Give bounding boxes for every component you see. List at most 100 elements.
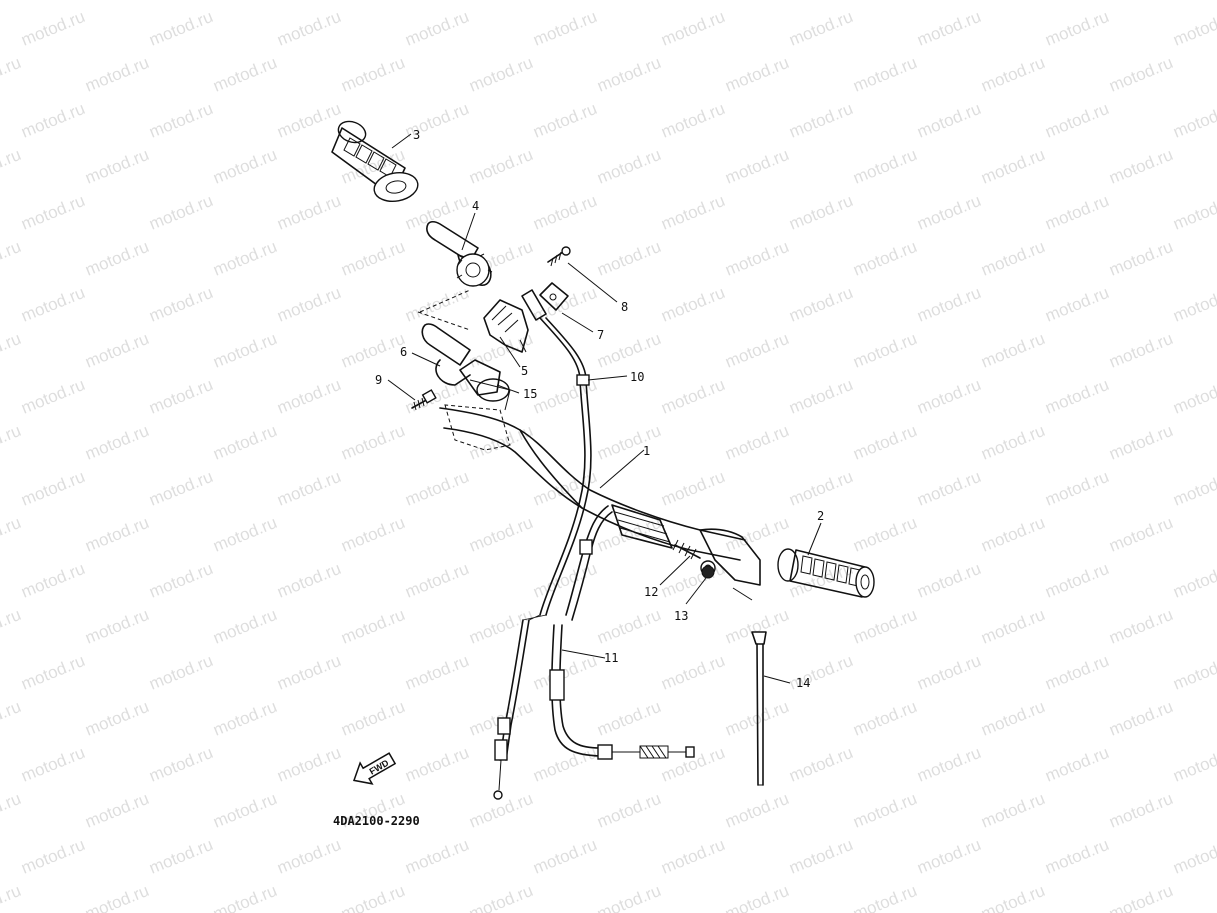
watermark-text: motod.ru — [18, 7, 87, 50]
watermark-text: motod.ru — [274, 559, 343, 602]
watermark-text: motod.ru — [850, 421, 919, 464]
watermark-text: motod.ru — [978, 513, 1047, 556]
watermark-text: motod.ru — [210, 145, 279, 188]
watermark-text: motod.ru — [402, 651, 471, 694]
watermark-text: motod.ru — [786, 7, 855, 50]
watermark-text: motod.ru — [1042, 467, 1111, 510]
watermark-text: motod.ru — [914, 835, 983, 878]
watermark-text: motod.ru — [914, 743, 983, 786]
watermark-text: motod.ru — [1170, 743, 1217, 786]
watermark-text: motod.ru — [722, 145, 791, 188]
watermark-text: motod.ru — [978, 237, 1047, 280]
callout-4: 4 — [472, 199, 479, 213]
watermark-text: motod.ru — [466, 145, 535, 188]
watermark-text: motod.ru — [402, 835, 471, 878]
watermark-text: motod.ru — [274, 99, 343, 142]
watermark-text: motod.ru — [530, 7, 599, 50]
watermark-text: motod.ru — [594, 605, 663, 648]
watermark-text: motod.ru — [786, 283, 855, 326]
watermark-text: motod.ru — [786, 743, 855, 786]
watermark-text: motod.ru — [978, 789, 1047, 832]
watermark-text: motod.ru — [850, 697, 919, 740]
callout-2: 2 — [817, 509, 824, 523]
watermark-text: motod.ru — [18, 99, 87, 142]
watermark-text: motod.ru — [850, 881, 919, 913]
watermark-text: motod.ru — [722, 0, 791, 4]
watermark-text: motod.ru — [274, 283, 343, 326]
watermark-text: motod.ru — [1042, 559, 1111, 602]
watermark-text: motod.ru — [0, 0, 24, 4]
watermark-text: motod.ru — [850, 513, 919, 556]
watermark-text: motod.ru — [1106, 329, 1175, 372]
watermark-text: motod.ru — [1106, 881, 1175, 913]
watermark-text: motod.ru — [18, 191, 87, 234]
watermark-text: motod.ru — [594, 0, 663, 4]
watermark-text: motod.ru — [978, 605, 1047, 648]
watermark-text: motod.ru — [402, 7, 471, 50]
watermark-text: motod.ru — [594, 329, 663, 372]
watermark-text: motod.ru — [658, 99, 727, 142]
watermark-text: motod.ru — [338, 329, 407, 372]
watermark-text: motod.ru — [338, 237, 407, 280]
watermark-text: motod.ru — [82, 605, 151, 648]
throttle-grip — [417, 220, 493, 331]
watermark-text: motod.ru — [1170, 467, 1217, 510]
watermark-text: motod.ru — [1106, 53, 1175, 96]
watermark-text: motod.ru — [1042, 99, 1111, 142]
callout-5: 5 — [521, 364, 528, 378]
watermark-text: motod.ru — [722, 605, 791, 648]
watermark-text: motod.ru — [658, 835, 727, 878]
watermark-text: motod.ru — [850, 0, 919, 4]
cable-tie — [751, 631, 767, 786]
watermark-text: motod.ru — [0, 421, 24, 464]
watermark-text: motod.ru — [402, 283, 471, 326]
watermark-text: motod.ru — [18, 375, 87, 418]
watermark-text: motod.ru — [82, 421, 151, 464]
watermark-text: motod.ru — [658, 7, 727, 50]
watermark-text: motod.ru — [722, 237, 791, 280]
callout-3: 3 — [413, 128, 420, 142]
watermark-text: motod.ru — [274, 191, 343, 234]
watermark-text: motod.ru — [1170, 99, 1217, 142]
callout-labels: 3 4 8 7 6 5 10 9 15 1 2 12 13 11 14 — [375, 128, 824, 690]
watermark-text: motod.ru — [402, 559, 471, 602]
watermark-text: motod.ru — [658, 191, 727, 234]
watermark-text: motod.ru — [210, 789, 279, 832]
watermark-text: motod.ru — [1106, 513, 1175, 556]
watermark-text: motod.ru — [82, 0, 151, 4]
watermark-text: motod.ru — [146, 7, 215, 50]
watermark-text: motod.ru — [210, 605, 279, 648]
watermark-text: motod.ru — [82, 145, 151, 188]
watermark-text: motod.ru — [146, 375, 215, 418]
callout-1: 1 — [643, 444, 650, 458]
watermark-text: motod.ru — [274, 743, 343, 786]
throttle-cable — [493, 317, 592, 800]
watermark-text: motod.ru — [0, 0, 24, 4]
watermark-text: motod.ru — [1106, 237, 1175, 280]
watermark-text: motod.ru — [338, 53, 407, 96]
left-handlebar-end — [421, 323, 511, 451]
watermark-text: motod.ru — [850, 53, 919, 96]
watermark-text: motod.ru — [210, 237, 279, 280]
watermark-text: motod.ru — [18, 467, 87, 510]
watermark-text: motod.ru — [18, 743, 87, 786]
watermark-text: motod.ru — [594, 881, 663, 913]
watermark-text: motod.ru — [210, 881, 279, 913]
watermark-text: motod.ru — [18, 835, 87, 878]
watermark-text: motod.ru — [146, 743, 215, 786]
watermark-text: motod.ru — [786, 191, 855, 234]
watermark-text: motod.ru — [210, 53, 279, 96]
watermark-text: motod.ru — [530, 835, 599, 878]
watermark-text: motod.ru — [18, 283, 87, 326]
watermark-text: motod.ru — [0, 53, 24, 96]
watermark-text: motod.ru — [82, 53, 151, 96]
screw-8 — [547, 246, 571, 267]
watermark-text: motod.ru — [402, 467, 471, 510]
callout-12: 12 — [644, 585, 658, 599]
watermark-text: motod.ru — [0, 237, 24, 280]
nut-13 — [701, 565, 715, 579]
watermark-text: motod.ru — [82, 237, 151, 280]
watermark-text: motod.ru — [1170, 835, 1217, 878]
watermark-text: motod.ru — [658, 467, 727, 510]
